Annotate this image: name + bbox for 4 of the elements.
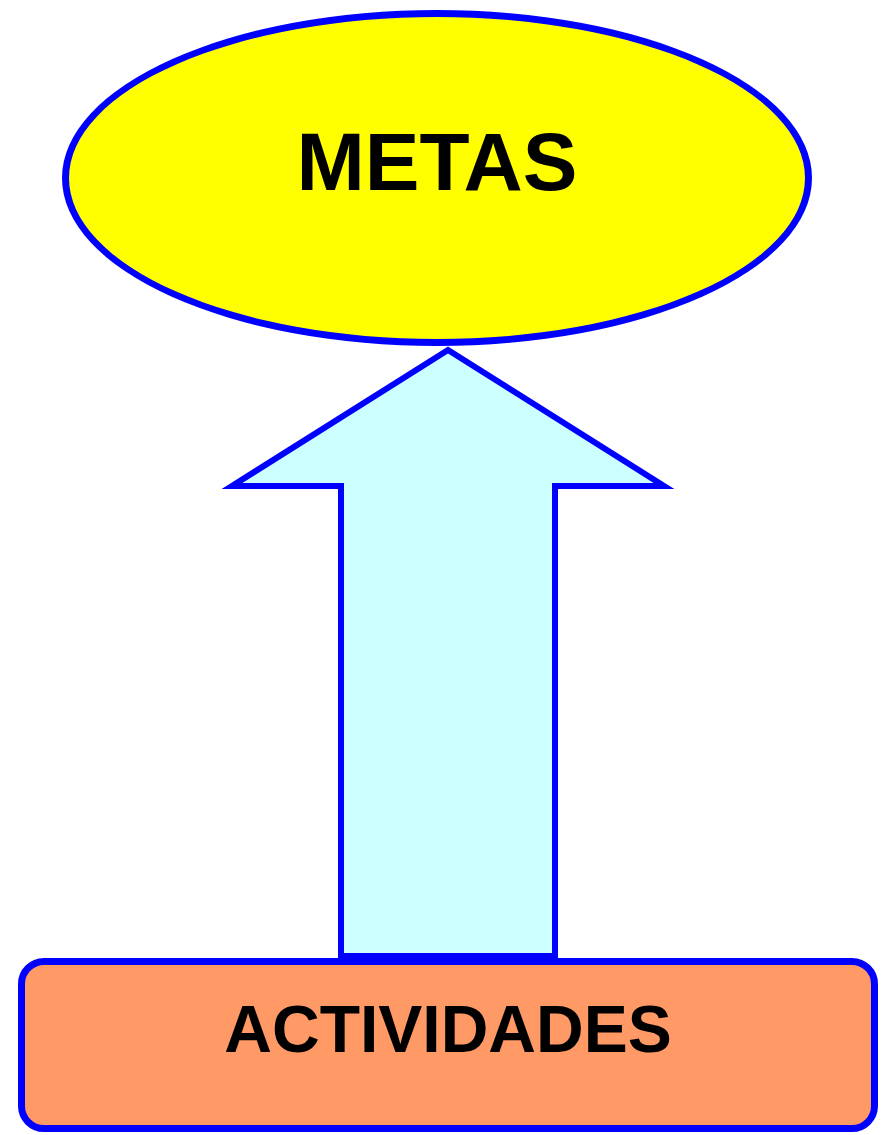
block-arrow	[221, 346, 675, 959]
activity-box	[18, 958, 878, 1132]
node-label: ACTIVIDADES	[224, 991, 672, 1067]
node-label: METAS	[296, 115, 578, 209]
